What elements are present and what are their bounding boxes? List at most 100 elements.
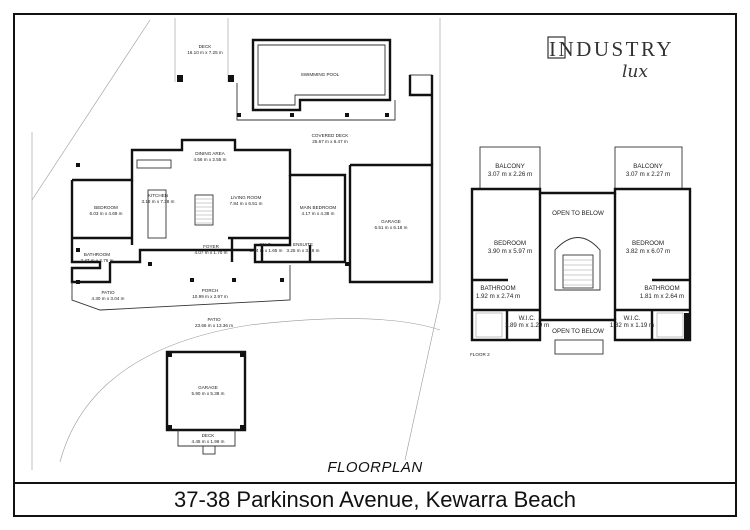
covered-deck-dims: 25.67 m x 6.47 m xyxy=(312,139,348,144)
upper-stair-treads xyxy=(563,259,593,286)
wic-ensuite-walls xyxy=(228,236,312,262)
ensuite-label: ENSUITE xyxy=(293,242,313,247)
bathroom-right-label: BATHROOM xyxy=(644,285,679,292)
bathroom-label: BATHROOM xyxy=(84,252,110,257)
wic-left-label: W.I.C. xyxy=(519,315,536,322)
floor2-inner-walls xyxy=(538,193,617,320)
patio-label: PATIO xyxy=(207,317,221,322)
bathroom-right-dims: 1.81 m x 2.64 m xyxy=(640,293,684,300)
garage2-post xyxy=(240,352,245,357)
open-to-below-bottom: OPEN TO BELOW xyxy=(552,328,604,335)
column xyxy=(190,278,194,282)
kitchen-label: KITCHEN xyxy=(148,193,168,198)
pool-label: SWIMMING POOL xyxy=(301,72,340,77)
wic-right-dims: 1.82 m x 1.19 m xyxy=(610,322,654,329)
column xyxy=(345,262,349,266)
site-boundary-diagonal xyxy=(31,19,151,201)
bedroom-walls xyxy=(72,180,134,245)
logo-subtitle: lux xyxy=(622,62,648,82)
floor-2-plan: BALCONY 3.07 m x 2.26 m BALCONY 3.07 m x… xyxy=(470,146,692,357)
covered-deck-label: COVERED DECK xyxy=(312,133,350,138)
stair-treads xyxy=(195,198,213,224)
bathroom-dims: 2.47 m x 2.76 m xyxy=(81,258,114,263)
balcony-left-dims: 3.07 m x 2.26 m xyxy=(488,171,532,178)
covered-deck-edge xyxy=(236,83,396,121)
garage2-label: GARAGE xyxy=(198,385,218,390)
porch-dims: 10.99 m x 2.97 m xyxy=(192,294,228,299)
patio-boundary-curve xyxy=(59,318,441,463)
wic-label: W.I.C. xyxy=(260,242,273,247)
floor-2-label: FLOOR 2 xyxy=(470,352,490,357)
bathroom-left-dims: 1.92 m x 2.74 m xyxy=(476,293,520,300)
column xyxy=(148,262,152,266)
upper-stairs xyxy=(562,254,594,289)
site-boundary-right xyxy=(404,18,441,461)
main-bedroom-dims: 4.17 m x 4.38 m xyxy=(302,211,335,216)
main-bedroom-walls xyxy=(253,175,292,250)
bedroom-dims: 6.03 m x 4.69 m xyxy=(90,211,123,216)
column xyxy=(76,280,80,284)
ensuite-dims: 3.25 m x 3.18 m xyxy=(287,248,320,253)
pool-inner xyxy=(257,44,386,106)
floor-1-plan: DECK 16.10 m x 7.25 m SWIMMING POOL COVE… xyxy=(31,18,441,470)
logo-wordmark: INDUSTRY xyxy=(549,37,674,61)
deck-lines xyxy=(174,18,229,82)
garage2-post xyxy=(167,352,172,357)
industry-lux-logo: INDUSTRY lux xyxy=(547,36,674,82)
patio-small-label: PATIO xyxy=(101,290,115,295)
lower-opening xyxy=(554,339,604,355)
balcony-right-dims: 3.07 m x 2.27 m xyxy=(626,171,670,178)
garage-walls xyxy=(348,163,434,284)
house-wall-top xyxy=(72,138,347,185)
bedroom-label: BEDROOM xyxy=(94,205,118,210)
foyer-label: FOYER xyxy=(203,244,220,249)
logo-frame xyxy=(547,36,566,59)
column xyxy=(76,163,80,167)
column xyxy=(232,278,236,282)
floorplan-title: FLOORPLAN xyxy=(327,459,423,476)
stair-arch xyxy=(554,237,601,291)
wic-right-label: W.I.C. xyxy=(624,315,641,322)
bedroom-right-label: BEDROOM xyxy=(632,240,664,247)
balcony-right-label: BALCONY xyxy=(633,163,663,170)
living-dims: 7.84 m x 6.51 m xyxy=(230,201,263,206)
open-to-below-top: OPEN TO BELOW xyxy=(552,210,604,217)
foyer-dims: 4.07 m x 1.70 m xyxy=(195,250,228,255)
stairs xyxy=(194,194,214,226)
pool-outline xyxy=(251,38,392,112)
bedroom-right-dims: 3.82 m x 6.07 m xyxy=(626,248,670,255)
dining-dims: 4.56 m x 2.55 m xyxy=(194,157,227,162)
garage-dims: 6.51 m x 6.18 m xyxy=(375,225,408,230)
main-bedroom-label: MAIN BEDROOM xyxy=(300,205,337,210)
kitchen-dims: 3.18 m x 7.38 m xyxy=(142,199,175,204)
porch-outline xyxy=(71,265,291,311)
deck-label: DECK xyxy=(199,44,213,49)
garage2-post xyxy=(167,425,172,430)
floor2-room-walls xyxy=(472,278,690,340)
garage2-dims: 5.90 m x 5.38 m xyxy=(192,391,225,396)
column xyxy=(290,113,294,117)
page-frame xyxy=(13,13,737,517)
house-wall-left xyxy=(70,180,112,284)
garage2-post xyxy=(240,425,245,430)
patio-dims: 23.66 m x 13.36 m xyxy=(195,323,233,328)
garage-label: GARAGE xyxy=(381,219,401,224)
deck-post xyxy=(228,75,234,82)
property-address: 37-38 Parkinson Avenue, Kewarra Beach xyxy=(13,482,737,517)
kitchen-bench xyxy=(136,159,172,169)
kitchen-island xyxy=(147,189,167,239)
shower-left xyxy=(475,312,503,338)
deck2-label: DECK xyxy=(202,433,216,438)
porch-label: PORCH xyxy=(202,288,219,293)
deck-post xyxy=(177,75,183,82)
bathroom-left-label: BATHROOM xyxy=(480,285,515,292)
balcony-left-label: BALCONY xyxy=(495,163,525,170)
pool-fence xyxy=(408,75,434,150)
pool-equipment xyxy=(409,74,433,96)
wall-detail-right xyxy=(684,313,690,340)
column xyxy=(237,113,241,117)
deck-dims: 16.10 m x 7.25 m xyxy=(187,50,223,55)
column xyxy=(76,248,80,252)
wic-left-dims: 1.89 m x 1.29 m xyxy=(505,322,549,329)
